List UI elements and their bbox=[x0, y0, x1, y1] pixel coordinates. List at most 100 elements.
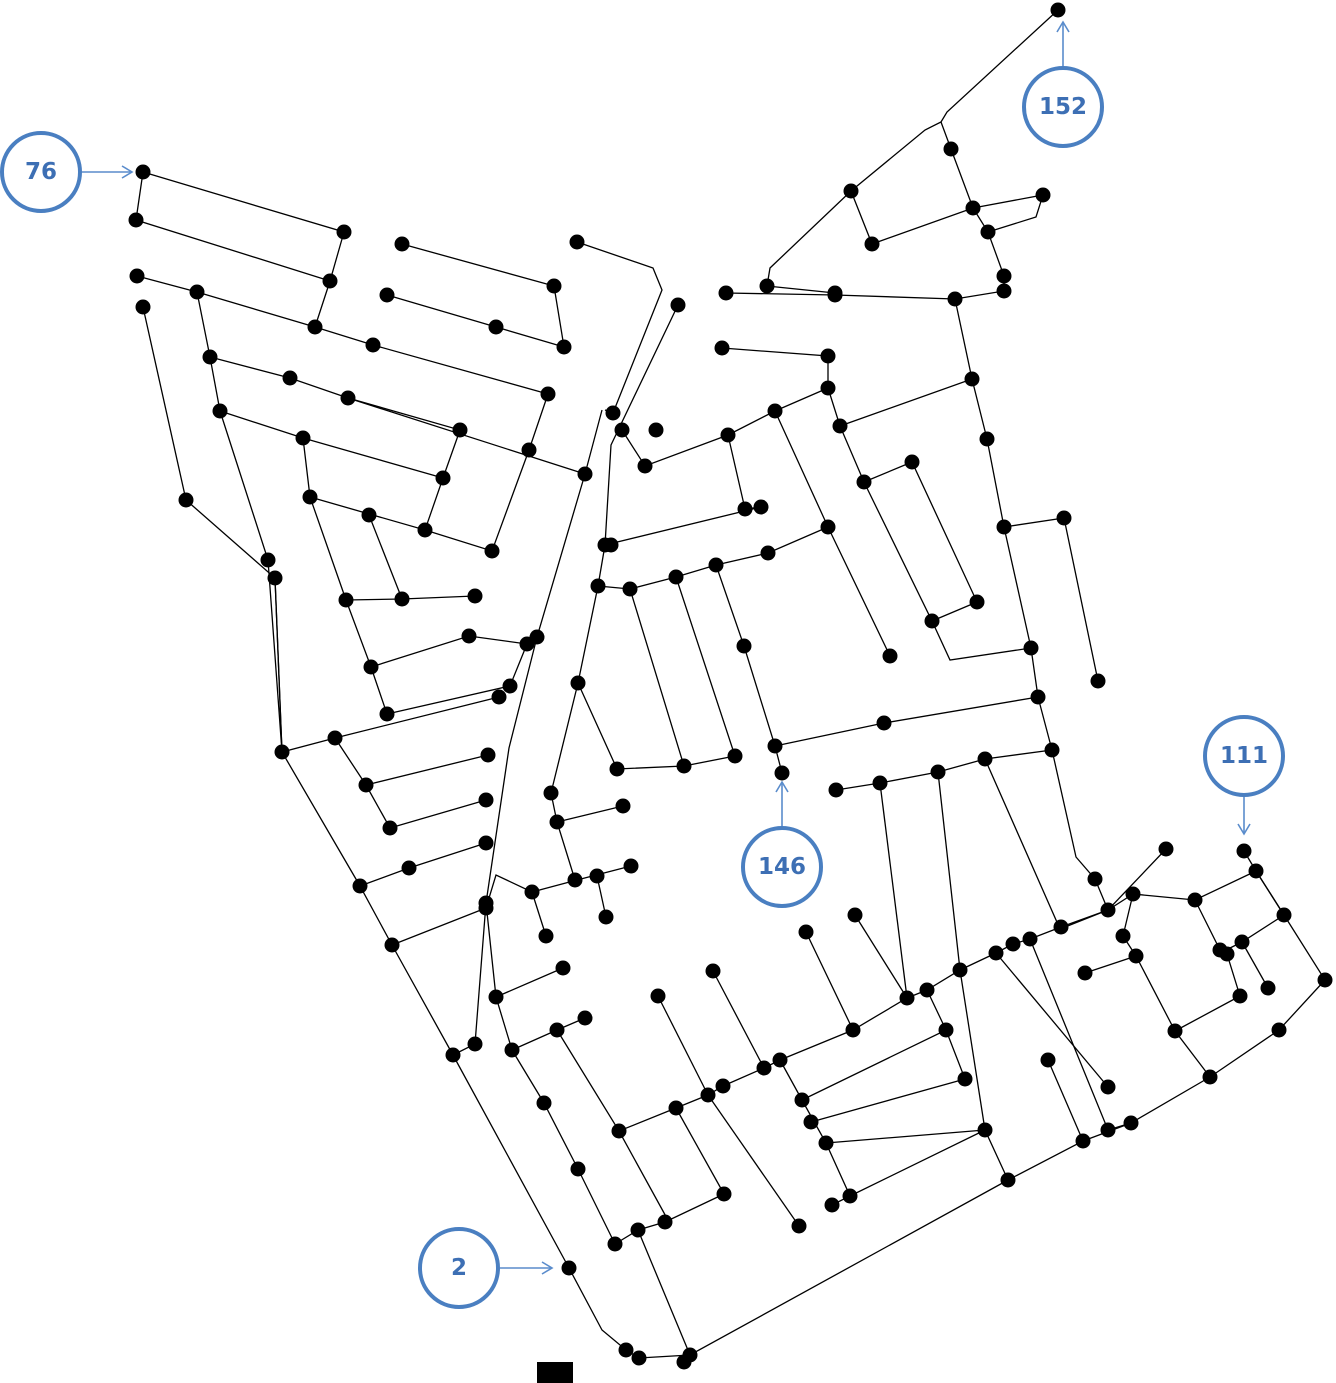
junction-node bbox=[480, 747, 496, 763]
junction-node bbox=[676, 1354, 692, 1370]
junction-node bbox=[842, 1188, 858, 1204]
junction-node bbox=[847, 907, 863, 923]
pipe-segment bbox=[766, 285, 836, 294]
junction-node bbox=[904, 454, 920, 470]
junction-node bbox=[336, 224, 352, 240]
pipe-segment bbox=[637, 1229, 691, 1356]
junction-node bbox=[718, 285, 734, 301]
junction-node bbox=[1115, 928, 1131, 944]
pipe-segment bbox=[839, 425, 978, 622]
pipe-segment bbox=[766, 9, 1059, 287]
pipe-segment bbox=[556, 805, 624, 823]
junction-node bbox=[828, 782, 844, 798]
junction-node bbox=[774, 765, 790, 781]
junction-node bbox=[467, 588, 483, 604]
junction-node bbox=[379, 706, 395, 722]
pipe-segment bbox=[452, 902, 487, 1056]
callout-76-text: 76 bbox=[25, 159, 57, 185]
junction-node bbox=[818, 1135, 834, 1151]
junction-node bbox=[178, 492, 194, 508]
pipe-segment bbox=[707, 1094, 800, 1227]
junction-node bbox=[882, 648, 898, 664]
junction-node bbox=[772, 1052, 788, 1068]
junction-node bbox=[1248, 863, 1264, 879]
junction-node bbox=[1234, 934, 1250, 950]
pipe-segment bbox=[1174, 899, 1241, 1032]
pipe-segment bbox=[1047, 1059, 1084, 1142]
pipe-segment bbox=[424, 393, 549, 552]
junction-node bbox=[363, 659, 379, 675]
junction-node bbox=[794, 1092, 810, 1108]
junction-node bbox=[401, 860, 417, 876]
pipe-segment bbox=[135, 171, 331, 282]
junction-layer bbox=[128, 2, 1333, 1370]
junction-node bbox=[716, 1186, 732, 1202]
junction-node bbox=[607, 1236, 623, 1252]
junction-node bbox=[491, 689, 507, 705]
junction-node bbox=[504, 1042, 520, 1058]
junction-node bbox=[295, 430, 311, 446]
pipe-segment bbox=[401, 243, 565, 348]
junction-node bbox=[540, 386, 556, 402]
junction-node bbox=[630, 1222, 646, 1238]
callout-111-text: 111 bbox=[1220, 743, 1268, 769]
pipe-segment bbox=[274, 577, 500, 753]
junction-node bbox=[282, 370, 298, 386]
junction-node bbox=[577, 466, 593, 482]
callout-76-circle bbox=[0, 131, 82, 213]
pipe-segment bbox=[334, 737, 489, 786]
pipe-segment bbox=[805, 931, 854, 1031]
junction-node bbox=[1158, 841, 1174, 857]
junction-node bbox=[957, 1071, 973, 1087]
junction-node bbox=[598, 909, 614, 925]
junction-node bbox=[484, 543, 500, 559]
junction-node bbox=[1100, 1122, 1116, 1138]
junction-node bbox=[864, 236, 880, 252]
pipe-segment bbox=[715, 564, 1039, 747]
junction-node bbox=[1000, 1172, 1016, 1188]
junction-node bbox=[274, 744, 290, 760]
junction-node bbox=[637, 458, 653, 474]
pipe-segment bbox=[531, 891, 547, 937]
junction-node bbox=[478, 895, 494, 911]
junction-node bbox=[1260, 980, 1276, 996]
junction-node bbox=[631, 1350, 647, 1366]
junction-node bbox=[488, 989, 504, 1005]
junction-node bbox=[555, 960, 571, 976]
junction-node bbox=[753, 499, 769, 515]
junction-node bbox=[394, 591, 410, 607]
junction-node bbox=[996, 519, 1012, 535]
junction-node bbox=[899, 990, 915, 1006]
junction-node bbox=[843, 183, 859, 199]
junction-node bbox=[714, 340, 730, 356]
pipe-segment bbox=[984, 758, 1167, 930]
junction-node bbox=[798, 924, 814, 940]
junction-node bbox=[1005, 936, 1021, 952]
junction-node bbox=[736, 638, 752, 654]
junction-node bbox=[977, 751, 993, 767]
junction-node bbox=[260, 552, 276, 568]
junction-node bbox=[618, 1342, 634, 1358]
junction-node bbox=[478, 835, 494, 851]
junction-node bbox=[1090, 673, 1106, 689]
junction-node bbox=[267, 570, 283, 586]
junction-node bbox=[977, 1122, 993, 1138]
junction-node bbox=[302, 489, 318, 505]
junction-node bbox=[365, 337, 381, 353]
junction-node bbox=[1053, 919, 1069, 935]
junction-node bbox=[577, 1010, 593, 1026]
pipe-segment bbox=[347, 397, 586, 475]
pipe-segment bbox=[577, 588, 685, 770]
junction-node bbox=[502, 678, 518, 694]
junction-node bbox=[952, 962, 968, 978]
pipe-segment bbox=[511, 1017, 586, 1051]
pipe-segment bbox=[1122, 893, 1211, 1078]
junction-node bbox=[650, 988, 666, 1004]
junction-node bbox=[1219, 946, 1235, 962]
pipe-segment bbox=[550, 304, 679, 881]
pipe-segment bbox=[810, 1078, 966, 1123]
pipe-segment bbox=[675, 576, 736, 767]
junction-node bbox=[521, 442, 537, 458]
pipe-segment bbox=[386, 294, 565, 348]
pipe-segment bbox=[937, 771, 961, 971]
